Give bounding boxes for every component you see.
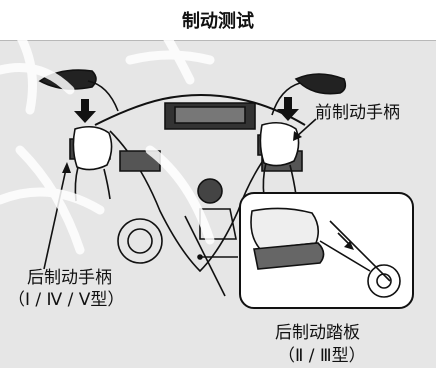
page-title: 制动测试 (182, 11, 254, 32)
right-mirror (271, 73, 347, 116)
title-divider (0, 40, 436, 41)
rear-brake-lever-types-label: （Ⅰ / Ⅳ / Ⅴ型） (8, 290, 125, 310)
pointer-arrow-icon (293, 118, 317, 141)
down-arrow-icon (74, 99, 96, 123)
left-hand (69, 125, 113, 202)
rear-brake-pedal-label: 后制动踏板 (275, 323, 360, 343)
rear-brake-pedal-types-label: （Ⅱ / Ⅲ型） (278, 346, 366, 366)
pointer-arrow-icon (337, 232, 354, 250)
pointer-arrow-icon (43, 162, 71, 270)
pedal-inset (239, 192, 414, 309)
scooter-handlebar-illustration (38, 69, 414, 309)
callout-dot (197, 254, 203, 260)
front-brake-lever-label: 前制动手柄 (315, 103, 400, 123)
down-arrow-icon (277, 97, 299, 121)
rear-brake-lever-label: 后制动手柄 (27, 268, 112, 288)
